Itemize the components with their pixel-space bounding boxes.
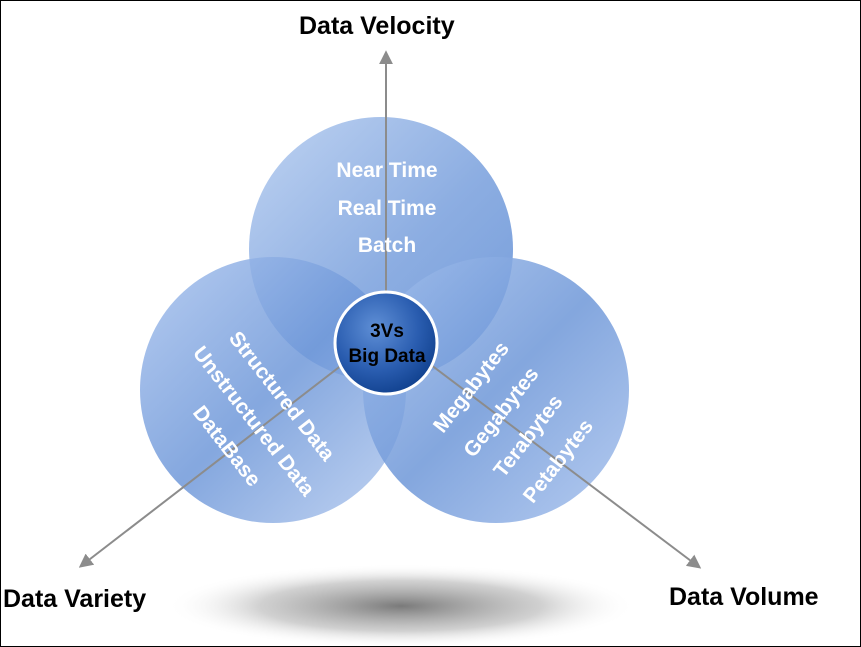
axis-label-velocity: Data Velocity [299,12,455,40]
center-circle [333,290,439,396]
velocity-item-real-time: Real Time [338,197,437,220]
variety-arrow [78,330,387,568]
velocity-item-batch: Batch [358,234,416,257]
center-label-big-data: Big Data [348,346,426,367]
axis-label-variety: Data Variety [3,585,147,613]
floor-shadow [166,564,636,646]
axis-label-volume: Data Volume [669,583,819,611]
velocity-item-near-time: Near Time [336,159,437,182]
center-label-3vs: 3Vs [370,321,404,342]
volume-arrow [385,330,702,569]
